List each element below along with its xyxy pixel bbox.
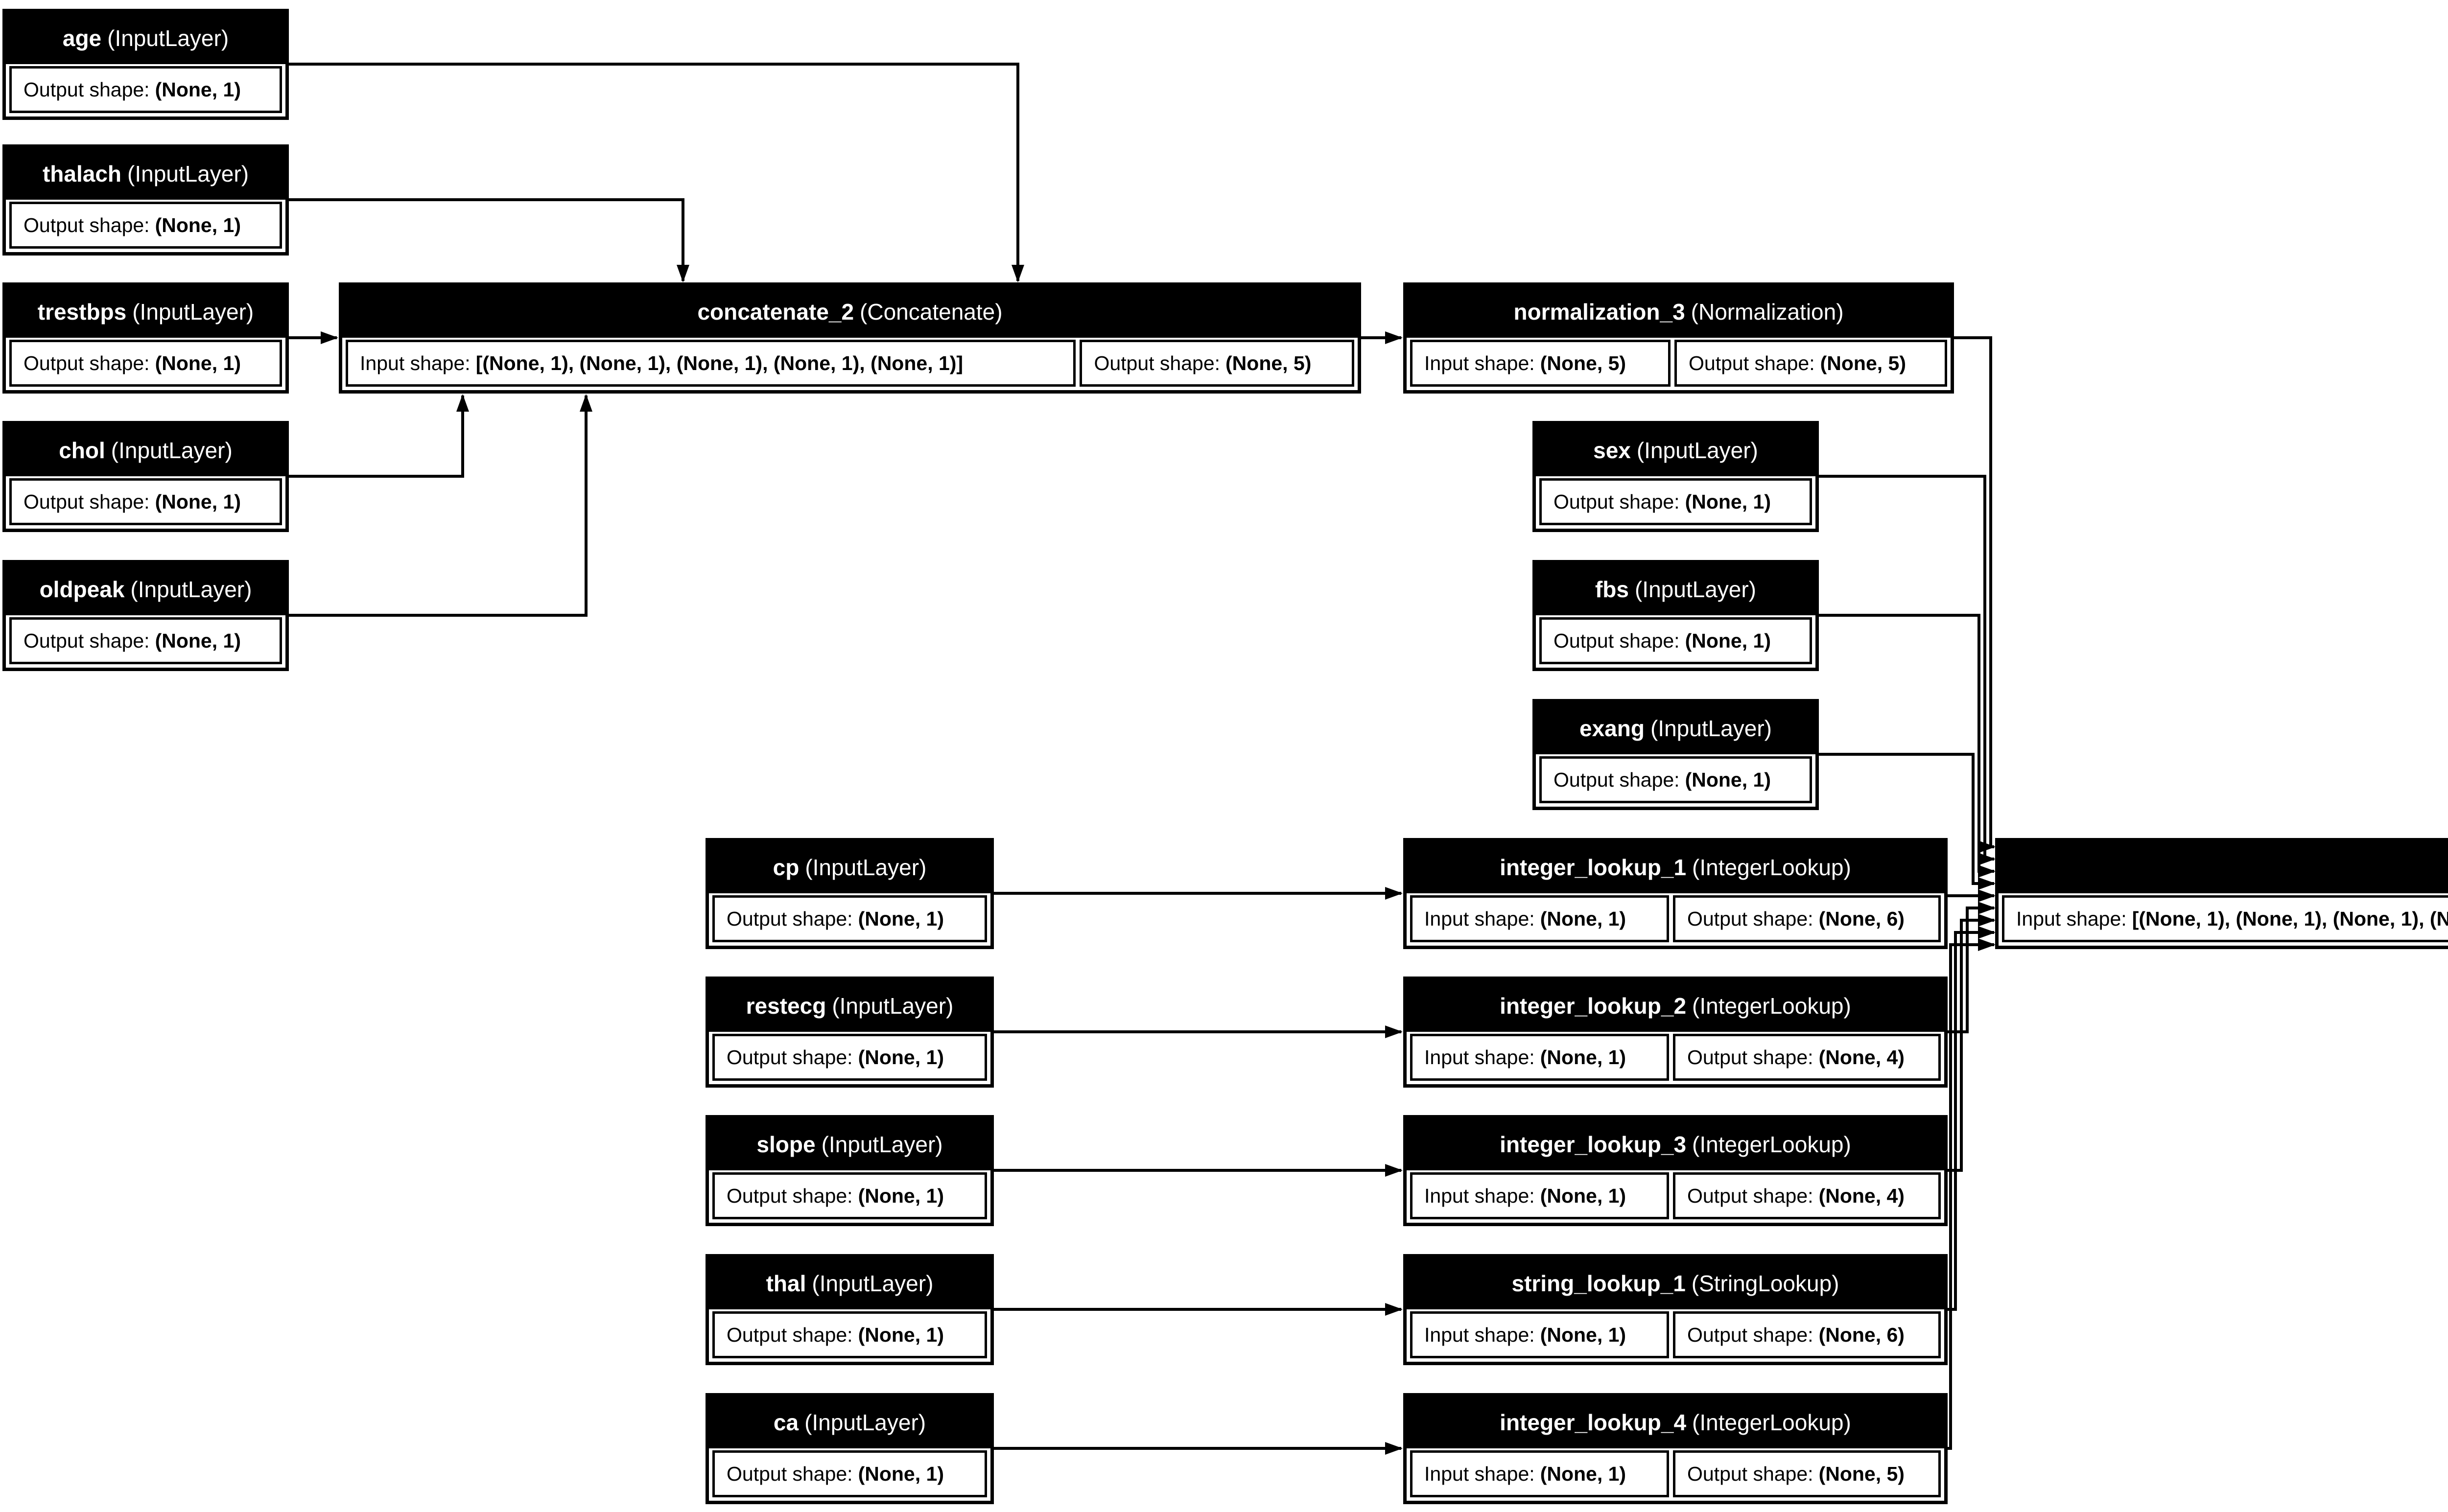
node-ca-output-shape: Output shape:(None, 1): [712, 1450, 987, 1497]
edge-chol-to-concatenate_2: [289, 394, 469, 478]
node-concatenate_2-output-shape: Output shape:(None, 5): [1080, 340, 1354, 387]
node-normalization_3-output-shape: Output shape:(None, 5): [1674, 340, 1947, 387]
edge-fbs-to-concatenate_3: [1819, 614, 1996, 878]
node-string_lookup_1-input-shape: Input shape:(None, 1): [1410, 1311, 1669, 1358]
node-chol: chol(InputLayer) Output shape:(None, 1): [2, 421, 289, 532]
node-thal-title: thal(InputLayer): [709, 1257, 990, 1309]
node-slope: slope(InputLayer) Output shape:(None, 1): [706, 1115, 994, 1226]
node-oldpeak-output-shape: Output shape:(None, 1): [9, 617, 282, 664]
node-fbs: fbs(InputLayer) Output shape:(None, 1): [1532, 560, 1819, 671]
node-thal-output-shape: Output shape:(None, 1): [712, 1311, 987, 1358]
node-sex-title: sex(InputLayer): [1536, 424, 1815, 476]
node-string_lookup_1-title: string_lookup_1(StringLookup): [1407, 1257, 1944, 1309]
node-ca-title: ca(InputLayer): [709, 1396, 990, 1448]
node-oldpeak: oldpeak(InputLayer) Output shape:(None, …: [2, 560, 289, 671]
node-string_lookup_1: string_lookup_1(StringLookup) Input shap…: [1403, 1254, 1948, 1365]
edge-age-to-concatenate_2: [289, 63, 1024, 282]
node-integer_lookup_4-output-shape: Output shape:(None, 5): [1672, 1450, 1941, 1497]
node-integer_lookup_4-title: integer_lookup_4(IntegerLookup): [1407, 1396, 1944, 1448]
node-concatenate_3-input-shape: Input shape:[(None, 1), (None, 1), (None…: [2002, 895, 2448, 942]
node-integer_lookup_4: integer_lookup_4(IntegerLookup) Input sh…: [1403, 1393, 1948, 1504]
node-cp-title: cp(InputLayer): [709, 841, 990, 893]
node-cp-output-shape: Output shape:(None, 1): [712, 895, 987, 942]
node-oldpeak-title: oldpeak(InputLayer): [6, 563, 285, 615]
node-cp: cp(InputLayer) Output shape:(None, 1): [706, 838, 994, 949]
node-thalach-title: thalach(InputLayer): [6, 148, 285, 200]
node-trestbps-title: trestbps(InputLayer): [6, 286, 285, 338]
node-exang-title: exang(InputLayer): [1536, 702, 1815, 754]
node-age-output-shape: Output shape:(None, 1): [9, 66, 282, 113]
node-normalization_3-input-shape: Input shape:(None, 5): [1410, 340, 1671, 387]
node-slope-output-shape: Output shape:(None, 1): [712, 1172, 987, 1219]
node-concatenate_3-title: concatenate_3(Concatenate): [1999, 841, 2448, 893]
node-integer_lookup_1: integer_lookup_1(IntegerLookup) Input sh…: [1403, 838, 1948, 949]
node-integer_lookup_3-title: integer_lookup_3(IntegerLookup): [1407, 1118, 1944, 1170]
node-normalization_3-title: normalization_3(Normalization): [1407, 286, 1951, 338]
node-concatenate_2-title: concatenate_2(Concatenate): [342, 286, 1358, 338]
node-thalach-output-shape: Output shape:(None, 1): [9, 202, 282, 249]
node-thal: thal(InputLayer) Output shape:(None, 1): [706, 1254, 994, 1365]
node-integer_lookup_4-input-shape: Input shape:(None, 1): [1410, 1450, 1669, 1497]
edge-string_lookup_1-to-concatenate_3: [1948, 926, 1996, 1311]
node-restecg-title: restecg(InputLayer): [709, 980, 990, 1032]
node-sex: sex(InputLayer) Output shape:(None, 1): [1532, 421, 1819, 532]
node-fbs-output-shape: Output shape:(None, 1): [1539, 617, 1812, 664]
node-integer_lookup_1-input-shape: Input shape:(None, 1): [1410, 895, 1669, 942]
edge-normalization_3-to-concatenate_3: [1954, 336, 1996, 853]
node-concatenate_2: concatenate_2(Concatenate) Input shape:[…: [339, 282, 1361, 394]
edge-sex-to-concatenate_3: [1819, 475, 1996, 865]
node-age: age(InputLayer) Output shape:(None, 1): [2, 9, 289, 120]
node-integer_lookup_1-output-shape: Output shape:(None, 6): [1672, 895, 1941, 942]
node-trestbps-output-shape: Output shape:(None, 1): [9, 340, 282, 387]
edge-exang-to-concatenate_3: [1819, 753, 1996, 890]
node-integer_lookup_3: integer_lookup_3(IntegerLookup) Input sh…: [1403, 1115, 1948, 1226]
node-sex-output-shape: Output shape:(None, 1): [1539, 478, 1812, 525]
edge-integer_lookup_4-to-concatenate_3: [1948, 938, 1996, 1450]
node-integer_lookup_1-title: integer_lookup_1(IntegerLookup): [1407, 841, 1944, 893]
node-ca: ca(InputLayer) Output shape:(None, 1): [706, 1393, 994, 1504]
node-integer_lookup_2-title: integer_lookup_2(IntegerLookup): [1407, 980, 1944, 1032]
node-exang-output-shape: Output shape:(None, 1): [1539, 756, 1812, 803]
node-restecg: restecg(InputLayer) Output shape:(None, …: [706, 977, 994, 1088]
node-string_lookup_1-output-shape: Output shape:(None, 6): [1672, 1311, 1941, 1358]
node-concatenate_3: concatenate_3(Concatenate) Input shape:[…: [1995, 838, 2448, 949]
edge-thalach-to-concatenate_2: [289, 198, 689, 282]
node-concatenate_2-input-shape: Input shape:[(None, 1), (None, 1), (None…: [346, 340, 1076, 387]
node-normalization_3: normalization_3(Normalization) Input sha…: [1403, 282, 1954, 394]
node-slope-title: slope(InputLayer): [709, 1118, 990, 1170]
node-integer_lookup_2-output-shape: Output shape:(None, 4): [1672, 1034, 1941, 1081]
node-exang: exang(InputLayer) Output shape:(None, 1): [1532, 699, 1819, 810]
edge-integer_lookup_2-to-concatenate_3: [1948, 902, 1996, 1033]
node-restecg-output-shape: Output shape:(None, 1): [712, 1034, 987, 1081]
node-integer_lookup_2: integer_lookup_2(IntegerLookup) Input sh…: [1403, 977, 1948, 1088]
node-integer_lookup_3-input-shape: Input shape:(None, 1): [1410, 1172, 1669, 1219]
node-chol-title: chol(InputLayer): [6, 424, 285, 476]
node-integer_lookup_3-output-shape: Output shape:(None, 4): [1672, 1172, 1941, 1219]
node-age-title: age(InputLayer): [6, 12, 285, 64]
node-trestbps: trestbps(InputLayer) Output shape:(None,…: [2, 282, 289, 394]
edge-oldpeak-to-concatenate_2: [289, 394, 592, 617]
node-thalach: thalach(InputLayer) Output shape:(None, …: [2, 144, 289, 256]
node-integer_lookup_2-input-shape: Input shape:(None, 1): [1410, 1034, 1669, 1081]
node-fbs-title: fbs(InputLayer): [1536, 563, 1815, 615]
node-chol-output-shape: Output shape:(None, 1): [9, 478, 282, 525]
